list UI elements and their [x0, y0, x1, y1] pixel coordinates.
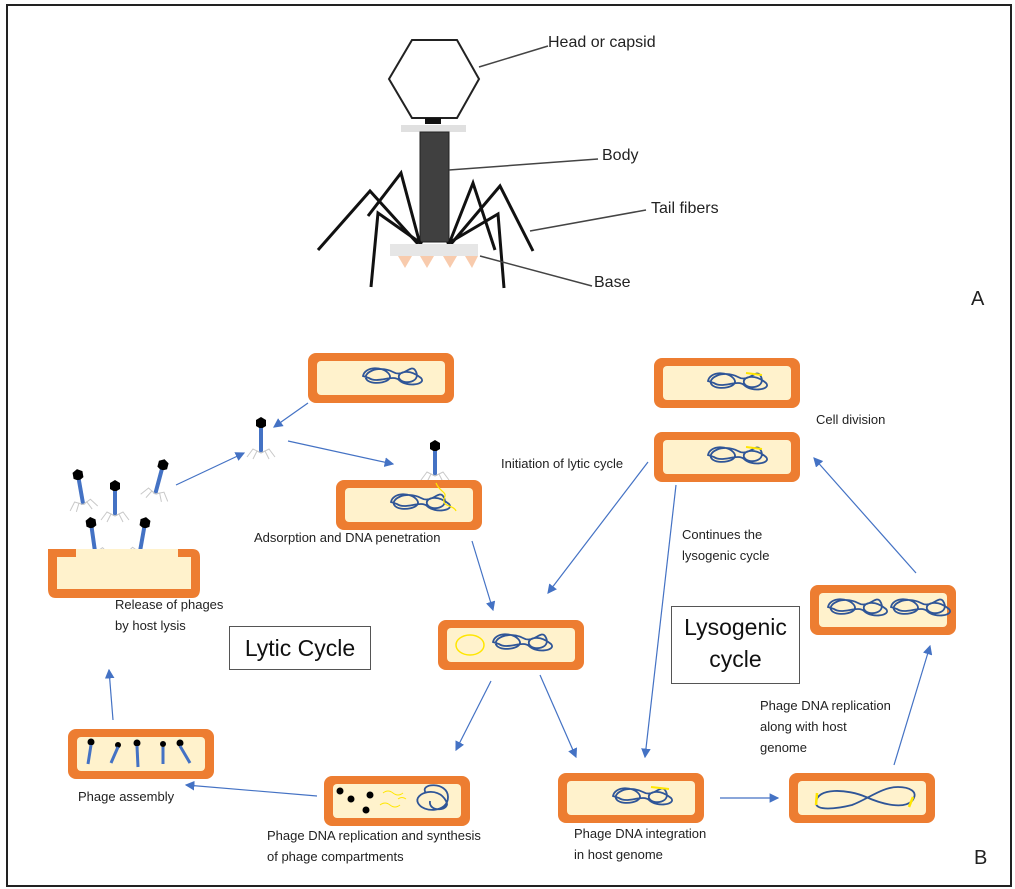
label-integration-1: Phage DNA integration [574, 826, 707, 841]
cell-dna-replication-lysogenic [789, 773, 935, 823]
cell-dna-integration [558, 773, 704, 823]
cycle-arrows [104, 402, 933, 803]
panel-letter-a: A [971, 288, 985, 310]
panel-a-phage-structure: Head or capsid Body Tail fibers Base A [6, 4, 1012, 326]
life-cycle-drawing [48, 353, 956, 826]
label-integration-2: in host genome [574, 847, 663, 862]
adsorbing-phage [419, 438, 451, 484]
label-continues-2: lysogenic cycle [682, 548, 770, 563]
lysogenic-title-line2: cycle [709, 646, 762, 672]
label-continues-1: Continues the [682, 527, 763, 542]
phage-capsid [387, 39, 481, 119]
label-lyso-replication-1: Phage DNA replication [760, 698, 891, 713]
cell-lysed [48, 549, 200, 598]
arrow-lysogen-continues [641, 484, 677, 759]
arrow-adsorption-to-center [471, 540, 496, 612]
arrow-replication-to-divided [893, 644, 933, 766]
cell-lysogen-middle [654, 432, 800, 482]
arrow-center-to-replication [455, 680, 492, 752]
panel-letter-b: B [974, 847, 988, 869]
cell-lysogen-top [654, 358, 800, 408]
released-phages [61, 453, 181, 563]
phage-neck [425, 118, 441, 124]
phage-tail-fibers [316, 169, 535, 289]
phage-base-spikes [398, 256, 478, 268]
label-tail-fibers: Tail fibers [651, 200, 719, 217]
arrow-host-to-phage [273, 402, 309, 428]
phage-body [419, 131, 450, 243]
lysogenic-title-line1: Lysogenic [684, 614, 787, 640]
label-body: Body [602, 147, 639, 164]
cell-divided [810, 585, 956, 635]
label-cell-division: Cell division [816, 412, 886, 427]
cell-lytic-initiation [438, 620, 584, 670]
label-adsorption: Adsorption and DNA penetration [254, 530, 441, 545]
arrow-lysogen-to-lytic [547, 461, 649, 594]
label-base: Base [594, 274, 631, 291]
label-release-1: Release of phages [115, 597, 224, 612]
phage-dna-injected [435, 482, 457, 512]
panel-b-life-cycles: Adsorption and DNA penetration Release o… [6, 323, 1012, 887]
arrow-phage-to-adsorption [287, 440, 395, 467]
lysogenic-cycle-title: Lysogenic cycle [671, 606, 800, 684]
cell-adsorption [336, 438, 482, 530]
label-replication-1: Phage DNA replication and synthesis [267, 828, 481, 843]
lytic-cycle-title: Lytic Cycle [229, 626, 371, 670]
arrow-center-to-integration [539, 674, 578, 759]
free-phage [245, 415, 277, 461]
phage-structure-drawing [316, 39, 647, 289]
arrow-released-to-phage [175, 452, 246, 486]
label-lyso-replication-2: along with host [760, 719, 847, 734]
label-release-2: by host lysis [115, 618, 186, 633]
phage-collar [401, 125, 466, 132]
label-initiation-lytic: Initiation of lytic cycle [501, 456, 624, 471]
arrow-divided-to-lysogen [813, 457, 917, 574]
arrow-replication-to-assembly [184, 780, 318, 797]
label-replication-2: of phage compartments [267, 849, 404, 864]
cell-host-top [308, 353, 454, 403]
phage-base-plate [390, 244, 478, 256]
cell-phage-assembly [68, 729, 214, 779]
arrow-assembly-to-release [104, 668, 115, 721]
label-leader-lines [448, 45, 647, 287]
label-phage-assembly: Phage assembly [78, 789, 175, 804]
label-lyso-replication-3: genome [760, 740, 807, 755]
cell-phage-replication [324, 776, 470, 826]
phage-dna-circle [455, 634, 485, 656]
label-head-or-capsid: Head or capsid [548, 34, 656, 51]
